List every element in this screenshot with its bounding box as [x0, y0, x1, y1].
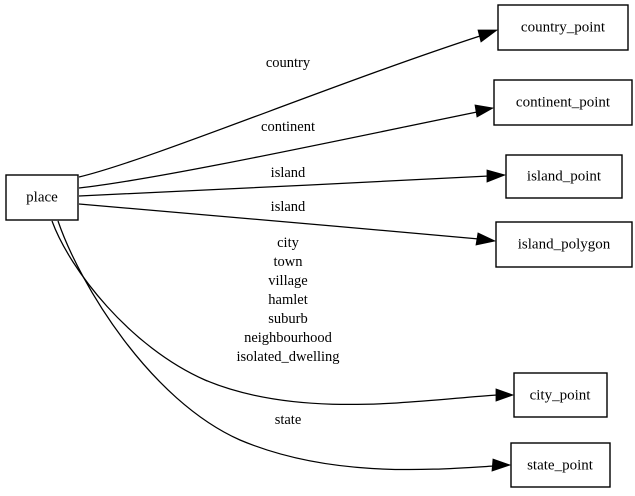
- arrow-head-icon: [475, 232, 497, 246]
- node-city-point[interactable]: city_point: [513, 372, 608, 418]
- node-box[interactable]: [505, 154, 623, 199]
- node-box[interactable]: [513, 372, 608, 418]
- edge-label-line-city: city: [277, 235, 299, 251]
- node-label-continent-point: continent_point: [516, 94, 611, 110]
- node-country-point[interactable]: country_point: [497, 4, 629, 51]
- edge-place-island-polygon: [78, 203, 497, 246]
- edge-line: [57, 220, 495, 471]
- edge-label-line-neighbourhood: neighbourhood: [244, 330, 333, 346]
- node-state-point[interactable]: state_point: [510, 442, 611, 488]
- edge-label-island-point: island: [271, 165, 306, 181]
- node-island-point[interactable]: island_point: [505, 154, 623, 199]
- edge-line: [78, 35, 481, 178]
- edge-line: [78, 203, 480, 240]
- node-continent-point[interactable]: continent_point: [493, 79, 633, 126]
- edge-label-country: country: [266, 55, 311, 71]
- node-box[interactable]: [5, 174, 79, 221]
- edge-label-line-town: town: [274, 254, 304, 270]
- edge-label-line-isolated-dwelling: isolated_dwelling: [236, 349, 339, 365]
- edge-label-city-multiline: city town village hamlet suburb neighbou…: [236, 235, 339, 365]
- arrow-head-icon: [474, 104, 495, 118]
- edge-label-line-hamlet: hamlet: [268, 292, 307, 308]
- edge-place-country-point: [78, 29, 499, 178]
- node-box[interactable]: [495, 221, 633, 268]
- node-place[interactable]: place: [5, 174, 79, 221]
- node-label-city-point: city_point: [530, 387, 592, 403]
- arrow-head-icon: [486, 169, 507, 183]
- node-label-place: place: [26, 189, 58, 205]
- node-box[interactable]: [497, 4, 629, 51]
- arrow-head-icon: [491, 458, 512, 472]
- node-label-island-point: island_point: [527, 168, 602, 184]
- edge-label-line-village: village: [268, 273, 307, 289]
- node-label-country-point: country_point: [521, 19, 606, 35]
- arrow-head-icon: [495, 388, 515, 402]
- node-box[interactable]: [493, 79, 633, 126]
- node-label-island-polygon: island_polygon: [518, 236, 611, 252]
- node-box[interactable]: [510, 442, 611, 488]
- edge-label-state: state: [275, 412, 302, 428]
- node-label-state-point: state_point: [527, 457, 594, 473]
- node-island-polygon[interactable]: island_polygon: [495, 221, 633, 268]
- edge-line: [78, 111, 478, 189]
- edge-label-continent: continent: [261, 119, 315, 135]
- edge-line: [78, 175, 490, 197]
- edge-place-state-point: [57, 220, 512, 472]
- edge-label-line-suburb: suburb: [268, 311, 307, 327]
- edge-place-island-point: [78, 169, 507, 197]
- edge-label-island-polygon: island: [271, 199, 306, 215]
- edge-place-continent-point: [78, 104, 495, 189]
- arrow-head-icon: [477, 29, 499, 43]
